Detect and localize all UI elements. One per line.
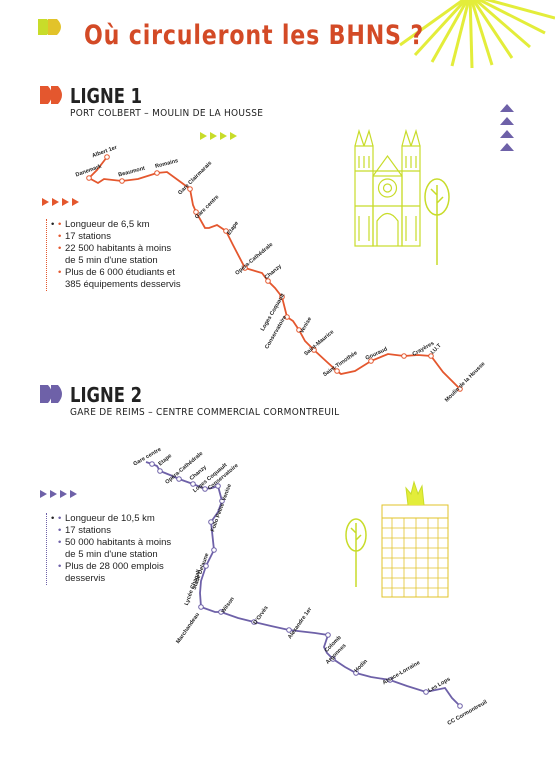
ligne2-station-label: Etape <box>158 453 174 467</box>
ligne2-station-marker <box>215 483 221 489</box>
ligne2-station-label: D'Orvès <box>253 605 270 626</box>
ligne1-title: LIGNE 1 <box>70 84 143 108</box>
ligne2-fact-1: Longueur de 10,5 km <box>58 513 183 525</box>
ligne2-station-label: Alexandre 1er <box>287 606 314 640</box>
ligne1-fact-1: Longueur de 6,5 km <box>58 219 183 231</box>
ligne1-fact-2: 17 stations <box>58 231 183 243</box>
ligne1-station-marker <box>401 353 407 359</box>
ligne1-station-marker <box>284 314 290 320</box>
ligne1-station-label: Beaumont <box>118 166 146 179</box>
ligne1-station-marker <box>223 228 229 234</box>
ligne2-station-label: CC Cormontreuil <box>447 699 489 727</box>
ligne1-fact-4: Plus de 6 000 étudiants et 385 équipemen… <box>58 267 183 291</box>
ligne2-station-marker <box>457 703 463 709</box>
ligne1-station-marker <box>119 178 125 184</box>
ligne2-station-label: Venise <box>221 483 233 502</box>
ligne2-station-marker <box>176 476 182 482</box>
ligne2-chevron-icon <box>40 385 62 403</box>
ligne1-station-marker <box>265 278 271 284</box>
ligne1-station-marker <box>428 353 434 359</box>
tree-illustration-1 <box>424 178 450 265</box>
ligne2-subtitle: GARE DE REIMS – CENTRE COMMERCIAL CORMON… <box>70 407 340 418</box>
ligne1-station-label: Venise <box>299 316 313 334</box>
ligne1-station-marker <box>334 368 340 374</box>
ligne2-facts: Longueur de 10,5 km 17 stations 50 000 h… <box>46 513 183 585</box>
ligne1-station-label: Gare centre <box>194 194 220 220</box>
title-chevron-icon <box>38 19 61 35</box>
page-title: Où circuleront les BHNS ? <box>84 20 425 51</box>
ligne1-subtitle: PORT COLBERT – MOULIN DE LA HOUSSE <box>70 108 264 119</box>
ligne1-station-marker <box>279 294 285 300</box>
ligne2-station-marker <box>423 689 429 695</box>
ligne2-station-marker <box>387 677 393 683</box>
ligne2-route: Gare centreEtapeOpéra-CathédraleChanzyLo… <box>133 447 489 727</box>
ligne1-route-line <box>87 156 461 390</box>
ligne2-station-marker <box>190 481 196 487</box>
ligne2-station-label: Follo Peine <box>210 503 226 533</box>
cathedral-illustration <box>354 128 421 247</box>
ligne2-station-marker <box>198 604 204 610</box>
ligne1-station-label: Romains <box>155 158 179 170</box>
ligne2-station-marker <box>219 498 225 504</box>
ligne2-station-label: Hodin <box>354 658 370 674</box>
ligne1-station-marker <box>193 209 199 215</box>
ligne1-station-marker <box>86 175 92 181</box>
ligne1-station-marker <box>187 186 193 192</box>
ligne1-station-label: Etape <box>226 220 240 236</box>
ligne1-station-label: Moulin de la Housse <box>444 361 486 403</box>
ligne1-facts: Longueur de 6,5 km 17 stations 22 500 ha… <box>46 219 183 291</box>
ligne2-station-marker <box>208 519 214 525</box>
ligne1-station-marker <box>242 265 248 271</box>
ligne1-station-marker <box>104 154 110 160</box>
ligne2-fact-2: 17 stations <box>58 525 183 537</box>
ligne1-fact-3: 22 500 habitants à moins de 5 min d'une … <box>58 243 183 267</box>
ligne1-station-marker <box>154 170 160 176</box>
ligne2-station-marker <box>202 486 208 492</box>
ligne2-station-label: Wilson <box>220 596 236 615</box>
ligne2-station-marker <box>330 656 336 662</box>
ligne2-title: LIGNE 2 <box>70 383 143 407</box>
ligne2-station-marker <box>353 670 359 676</box>
ligne2-fact-4: Plus de 28 000 emplois desservis <box>58 561 183 585</box>
ligne2-fact-3: 50 000 habitants à moins de 5 min d'une … <box>58 537 183 561</box>
ligne2-station-marker <box>325 632 331 638</box>
ligne1-chevron-icon <box>40 86 62 104</box>
ligne1-station-label: Chanzy <box>264 263 284 281</box>
ligne2-station-marker <box>149 461 155 467</box>
ligne2-station-marker <box>157 468 163 474</box>
ligne1-station-marker <box>368 358 374 364</box>
ligne1-station-label: Gare Clairmarais <box>177 160 213 196</box>
ligne2-station-marker <box>286 627 292 633</box>
ligne1-station-marker <box>296 327 302 333</box>
ligne2-station-label: Alsace-Lorraine <box>382 660 422 686</box>
building-illustration <box>381 480 449 598</box>
ligne1-station-marker <box>457 386 463 392</box>
ligne2-station-marker <box>218 609 224 615</box>
ligne1-station-marker <box>311 347 317 353</box>
ligne2-station-marker <box>203 563 209 569</box>
ligne2-station-marker <box>211 547 217 553</box>
ligne2-station-label: Marchandeau <box>175 611 201 644</box>
ligne2-station-marker <box>251 619 257 625</box>
tree-illustration-2 <box>345 518 367 587</box>
